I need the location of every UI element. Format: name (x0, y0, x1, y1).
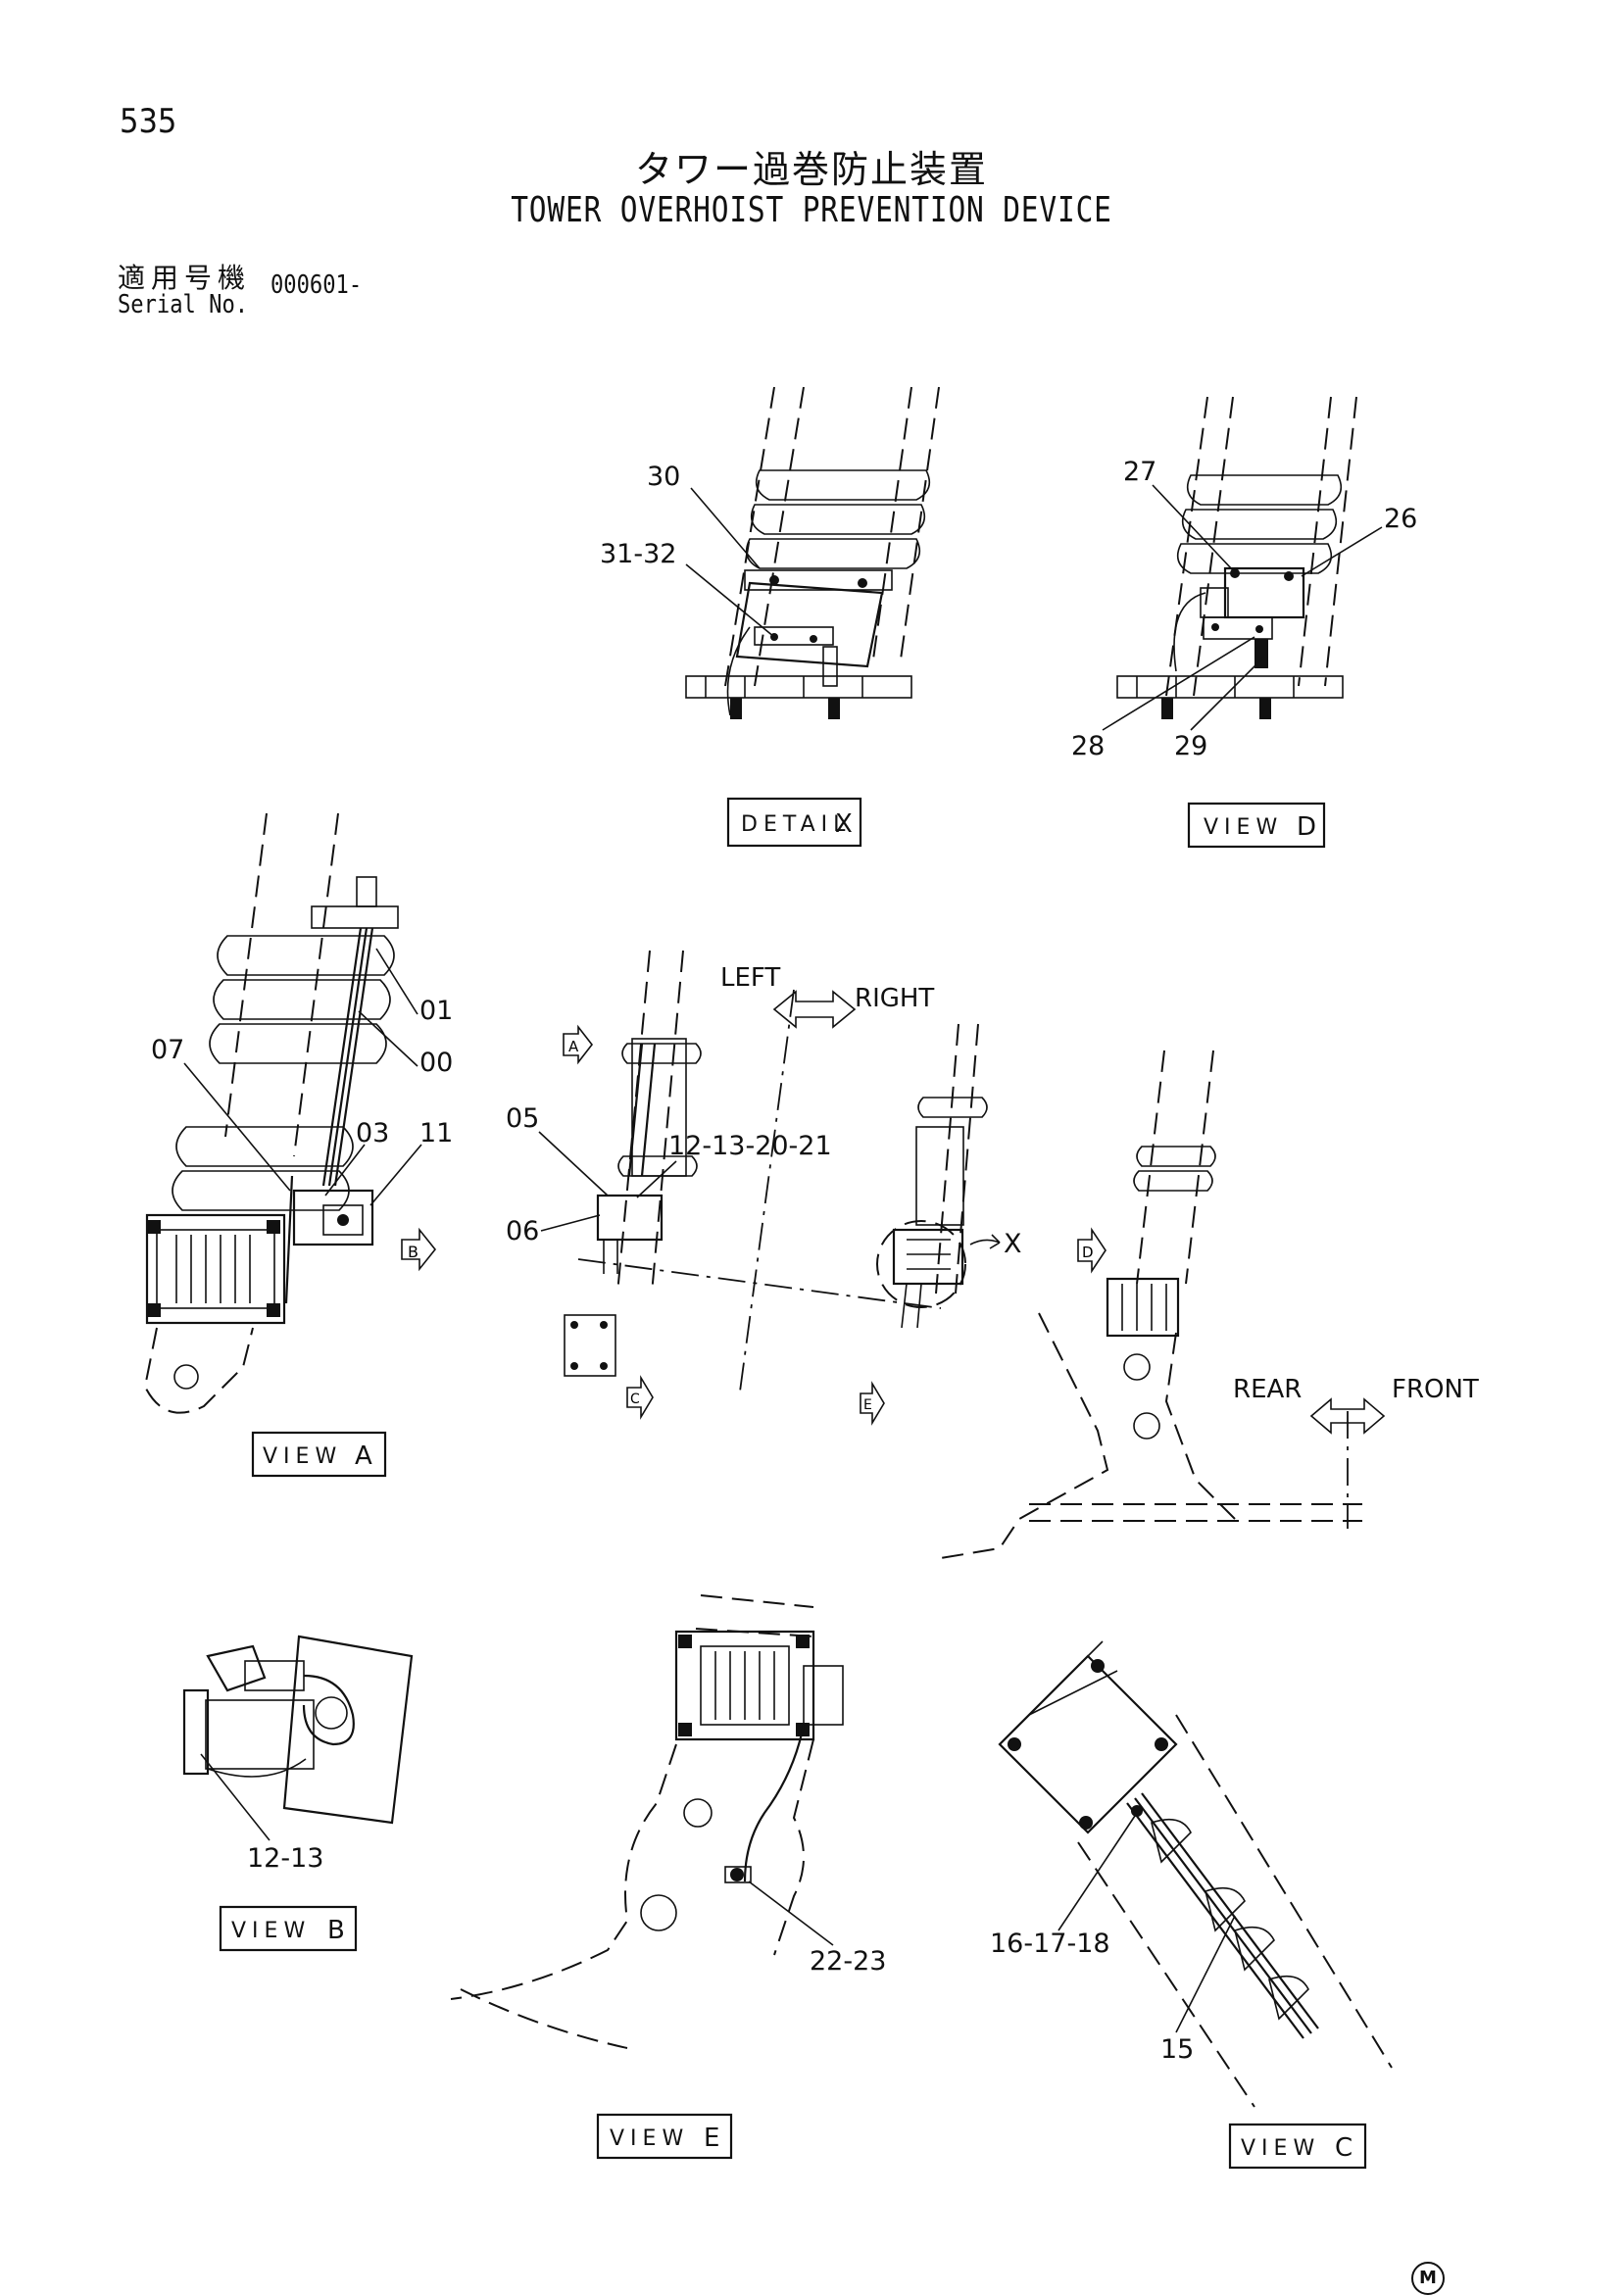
marker-c: C (630, 1392, 640, 1407)
boom-side-drawing (940, 1050, 1362, 1559)
marker-x: X (1004, 1229, 1022, 1259)
page-number: 535 (120, 102, 177, 141)
view-d-drawing (1116, 396, 1357, 719)
callout-22-23: 22-23 (810, 1946, 886, 1977)
detail-x-drawing (685, 386, 940, 719)
callout-12-13: 12-13 (247, 1843, 323, 1874)
view-b-label: VIEW (231, 1919, 311, 1943)
callout-16-17-18: 16-17-18 (990, 1929, 1110, 1959)
callout-28: 28 (1071, 731, 1105, 761)
left-right-arrow (772, 990, 857, 1029)
marker-a: A (568, 1038, 579, 1055)
callout-27: 27 (1123, 457, 1156, 487)
view-a-label: VIEW (263, 1444, 342, 1469)
callout-00: 00 (419, 1048, 453, 1078)
direction-right: RIGHT (855, 984, 934, 1013)
callout-29: 29 (1174, 731, 1207, 761)
callout-11: 11 (419, 1118, 453, 1148)
marker-e: E (863, 1397, 872, 1413)
callout-30: 30 (647, 462, 680, 492)
detail-x-label-box (726, 797, 862, 848)
marker-b-view-a: B (408, 1243, 418, 1261)
callout-31-32: 31-32 (600, 539, 676, 569)
view-d-letter: D (1297, 812, 1316, 842)
view-b-letter: B (327, 1916, 345, 1945)
callout-12-13-20-21: 12-13-20-21 (668, 1131, 832, 1161)
detail-x-label: DETAIL (741, 812, 851, 837)
callout-26: 26 (1384, 504, 1417, 534)
view-c-label: VIEW (1241, 2136, 1320, 2161)
callout-03: 03 (356, 1118, 389, 1148)
view-b-label-box (219, 1905, 358, 1952)
view-e-drawing (450, 1594, 844, 2049)
detail-x-letter: X (835, 809, 853, 839)
title-english: TOWER OVERHOIST PREVENTION DEVICE (511, 190, 1112, 230)
direction-rear: REAR (1233, 1375, 1302, 1404)
marker-d: D (1082, 1244, 1094, 1261)
direction-front: FRONT (1392, 1375, 1479, 1404)
view-c-label-box (1228, 2123, 1367, 2170)
overview-drawing (564, 950, 988, 1392)
serial-label-japanese: 適用号機 (118, 262, 252, 294)
view-d-label: VIEW (1204, 815, 1283, 840)
serial-range: 000601- (270, 270, 363, 300)
view-c-letter: C (1335, 2133, 1352, 2163)
view-d-label-box (1187, 802, 1326, 849)
view-c-drawing (998, 1640, 1393, 2108)
callout-01: 01 (419, 996, 453, 1026)
direction-left: LEFT (720, 963, 780, 993)
callout-06: 06 (506, 1216, 539, 1246)
callout-07: 07 (151, 1035, 184, 1065)
callout-05: 05 (506, 1103, 539, 1134)
callout-15: 15 (1160, 2034, 1194, 2065)
view-a-letter: A (355, 1441, 372, 1471)
serial-label-english: Serial No. (118, 290, 249, 319)
title-japanese: タワー過巻防止装置 (634, 148, 988, 191)
rear-front-arrow (1309, 1397, 1386, 1435)
view-e-letter: E (704, 2124, 719, 2153)
view-e-label-box (596, 2113, 733, 2160)
footer-m-mark: M (1411, 2262, 1445, 2295)
view-a-drawing (143, 812, 399, 1414)
view-a-label-box (251, 1431, 387, 1478)
view-e-label: VIEW (610, 2126, 689, 2151)
view-b-drawing (182, 1635, 414, 1825)
